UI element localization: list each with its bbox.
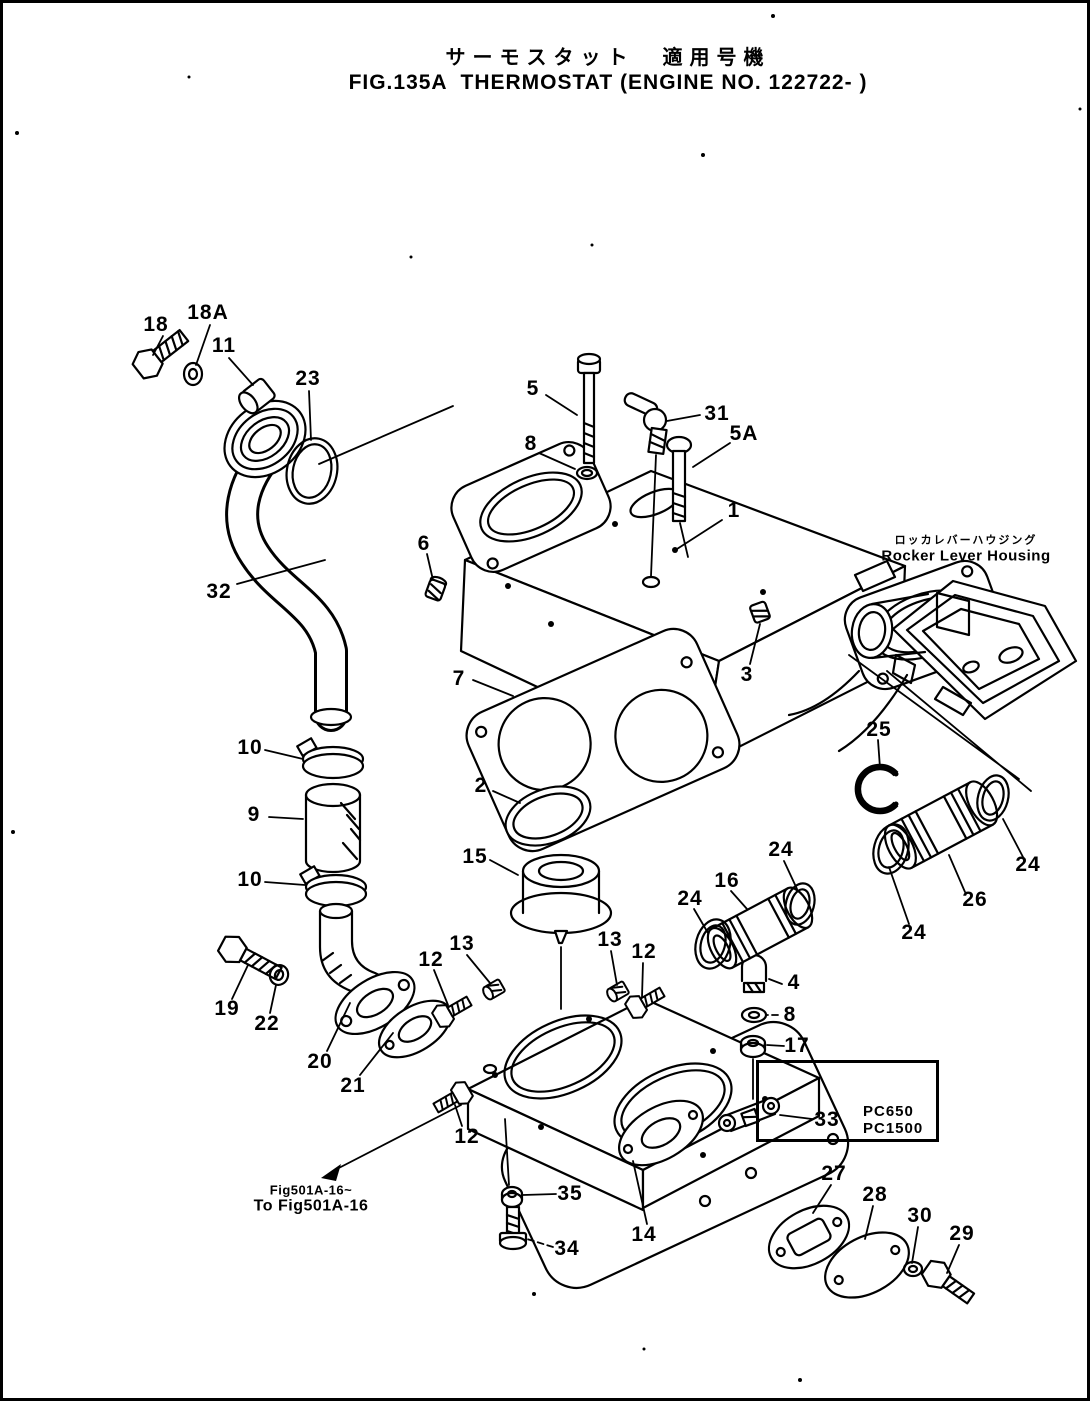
figure-title-block: サーモスタット 適用号機 FIG.135A THERMOSTAT (ENGINE… [349,41,868,95]
part-label-9: 9 [247,803,261,826]
part-10-hose-clamp-lower [299,865,368,908]
model-pc650: PC650 [863,1103,914,1120]
part-33-sensor [717,1096,781,1133]
figure-reference-arrowhead [321,1164,341,1181]
part-label-24-a: 24 [768,838,794,861]
part-label-23: 23 [295,367,321,390]
part-11-fitting [237,377,276,415]
part-label-13-a: 13 [449,932,475,955]
part-label-16: 16 [714,869,740,892]
outlet-flange-boss [617,1099,705,1167]
part-2-seal-ring [504,785,592,847]
part-label-24-d: 24 [901,921,927,944]
part-24-o-ring-c [872,823,910,875]
part-label-19: 19 [214,997,240,1020]
part-label-4: 4 [787,971,801,994]
part-label-12-b: 12 [631,940,657,963]
part-label-30: 30 [907,1204,933,1227]
part-label-24-b: 24 [677,887,703,910]
part-label-3: 3 [740,663,754,686]
part-label-13-b: 13 [597,928,623,951]
part-34-bolt [498,1205,528,1251]
part-20-elbow-connector [318,902,416,1036]
part-label-20: 20 [307,1050,333,1073]
part-label-28: 28 [862,1183,888,1206]
part-label-8-lower: 8 [783,1003,797,1026]
scan-speckles [11,14,1082,1382]
part-label-14: 14 [631,1223,657,1246]
rocker-housing-caption-english: Rocker Lever Housing [881,547,1051,565]
part-8-washer-upper [575,465,599,481]
figure-title: FIG.135A THERMOSTAT (ENGINE NO. 122722- … [348,71,868,94]
part-label-21: 21 [340,1074,366,1097]
rocker-lever-housing [848,579,1078,792]
part-24-o-ring-d [976,774,1010,822]
part-label-32: 32 [206,580,232,603]
part-label-6: 6 [417,532,431,555]
part-label-1: 1 [727,499,741,522]
part-9-hose [304,782,362,874]
part-label-27: 27 [821,1162,847,1185]
part-label-31: 31 [704,402,730,425]
figure-reference-line2: To Fig501A-16 [253,1197,369,1215]
figure-reference-line1: Fig501A-16~ [269,1182,353,1198]
part-label-2: 2 [474,774,488,797]
model-applicability-text: PC650 PC1500 [863,1103,923,1137]
part-23-o-ring [285,437,339,505]
part-label-5: 5 [526,377,540,400]
part-30-washer [902,1260,924,1278]
leader-lines [152,324,1024,1274]
model-applicability-box: PC650 PC1500 [756,1060,939,1142]
part-label-11: 11 [211,334,237,357]
model-pc1500: PC1500 [863,1120,924,1137]
part-label-26: 26 [962,888,988,911]
part-24-o-ring-a [694,918,732,970]
part-25-snap-ring [854,763,899,815]
part-5-bolt [576,352,602,465]
part-label-12-a: 12 [418,948,444,971]
part-label-34: 34 [554,1237,580,1260]
part-label-18a: 18A [187,301,229,324]
part-18a-washer [182,361,204,387]
pointer-lines [318,405,462,1172]
part-5a-bolt [665,435,693,558]
part-label-17: 17 [784,1034,810,1057]
figure-reference: Fig501A-16~ To Fig501A-16 [254,1183,369,1216]
part-16-connector-tube [706,886,814,970]
part-15-thermostat [509,853,613,1010]
part-17-nut [739,1034,767,1100]
rocker-lever-housing-caption: ロッカレバーハウジング Rocker Lever Housing [881,532,1050,565]
part-31-elbow-fitting [623,392,668,577]
figure-title-japanese: サーモスタット 適用号機 [445,45,771,69]
part-label-25: 25 [866,718,892,741]
part-29-bolt [920,1259,976,1305]
part-label-10-lower: 10 [237,868,263,891]
part-label-33: 33 [814,1108,840,1131]
part-3-plug [749,600,771,624]
rocker-housing-caption-japanese: ロッカレバーハウジング [894,533,1038,547]
part-label-15: 15 [462,845,488,868]
part-label-10-upper: 10 [237,736,263,759]
part-label-8-upper: 8 [524,432,538,455]
diagram-artwork [11,14,1082,1382]
part-label-18: 18 [143,313,169,336]
part-27-gasket [767,1204,851,1270]
part-label-5a: 5A [729,422,759,445]
part-label-29: 29 [949,1222,975,1245]
part-24-o-ring-b [784,882,816,926]
part-10-hose-clamp-upper [296,737,365,780]
part-label-24-c: 24 [1015,853,1041,876]
part-13-plug-a [480,977,507,1003]
part-32-water-pipe [223,399,353,732]
part-label-7: 7 [452,667,466,690]
part-label-22: 22 [254,1012,280,1035]
part-6-plug [424,575,448,602]
part-28-cover [824,1231,910,1299]
part-label-12-c: 12 [454,1125,480,1148]
part-label-35: 35 [557,1182,583,1205]
part-8-washer-lower [740,1006,768,1024]
part-18-bolt [131,328,190,380]
